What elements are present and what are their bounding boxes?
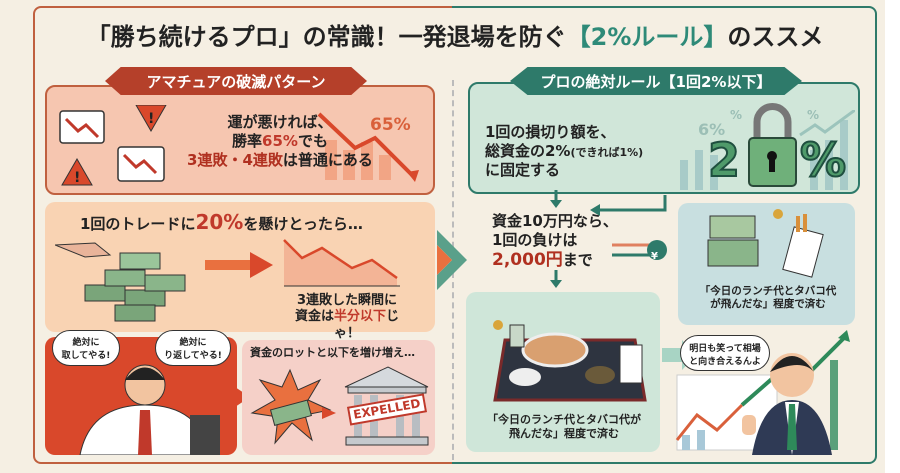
bet-text: 1回のトレードに20%を懸けとったら…: [80, 210, 363, 234]
pro-frame: [452, 6, 877, 464]
rule-text: 1回の損切り額を、 総資金の2%(できれば1%) に固定する: [485, 123, 644, 179]
arrow-right-icon: [232, 385, 250, 409]
bg-percent: %: [730, 108, 743, 122]
page-title: 「勝ち続けるプロ」の常識！一発退場を防ぐ【2%ルール】のススメ: [86, 23, 824, 51]
amateur-frame: [33, 6, 453, 464]
chart-warning-icons: ! !: [59, 105, 167, 186]
bg-6-percent: 6%: [698, 120, 726, 139]
loss-text: 3連敗した瞬間に 資金は半分以下じゃ！: [294, 293, 400, 341]
money-stack-icon: [55, 242, 186, 322]
lock-percent: %: [799, 132, 847, 188]
happy-trader-illustration: [675, 330, 850, 455]
example-text: 資金10万円なら、 1回の負けは 2,000円まで: [492, 212, 618, 270]
padlock-icon: [748, 103, 797, 187]
flow-arrows: [550, 190, 667, 288]
lot-text: 資金のロットと以下を増け増え…: [250, 346, 415, 359]
falling-chart-icon: [317, 112, 419, 182]
yen-icon: ¥: [651, 251, 658, 262]
chevron-right-icon: [437, 230, 467, 290]
amateur-header: アマチュアの破滅パターン: [105, 67, 367, 95]
speech-bubble-right: 絶対に り返してやる!: [155, 330, 231, 366]
speech-bubble-pro: 明日も笑って相場 と向き合えるんよ: [680, 335, 770, 371]
lock-2-digit: 2: [707, 132, 741, 188]
decline-chart-icon: [283, 239, 400, 287]
pro-header: プロの絶対ルール【1回2%以下】: [510, 67, 802, 95]
chart-65-label: 65%: [370, 115, 411, 135]
lunch-text-bottom: 「今日のランチ代とタバコ代が 飛んだな」程度で済む: [487, 413, 641, 440]
angry-trader-illustration: [79, 364, 220, 455]
arrow-right-icon: [205, 252, 273, 278]
cash-cigarette-illustration: [707, 209, 824, 278]
bar-chart-background: [680, 110, 855, 190]
bg-percent: %: [807, 108, 820, 122]
lunch-text-top: 「今日のランチ代とタバコ代 が飛んだな」程度で済む: [699, 285, 837, 311]
svg-text:!: !: [74, 170, 80, 186]
luck-text: 運が悪ければ、 勝率65%でも 3連敗・4連敗は普通にある: [187, 113, 373, 169]
lunch-tray-illustration: [493, 320, 647, 402]
svg-text:!: !: [148, 111, 154, 127]
speech-bubble-left: 絶対に 取してやる!: [52, 330, 120, 366]
